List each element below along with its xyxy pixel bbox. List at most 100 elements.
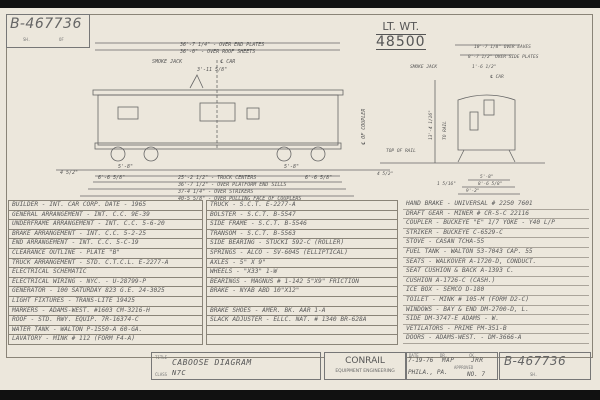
dim-end-height: 13'-4 1/16" bbox=[428, 110, 434, 140]
spec-row: SEAT CUSHION & BACK A-1393 C. bbox=[403, 267, 589, 277]
dim-overhang-right: 6'-6 5/8" bbox=[305, 175, 332, 181]
spec-row: BRAKE - NYAB ABD 10"X12" bbox=[207, 287, 397, 297]
spec-row: END ARRANGEMENT - INT. C.C. 5-C-19 bbox=[9, 239, 202, 249]
class-value: N7C bbox=[172, 369, 187, 377]
title-block: TITLE CABOOSE DIAGRAM CLASS N7C CONRAIL … bbox=[6, 344, 591, 380]
dim-wheelbase-left: 5'-8" bbox=[118, 164, 133, 170]
dim-over-grab: 9'-2" bbox=[466, 188, 480, 194]
dim-end-offset: 1'-6 1/2" bbox=[472, 64, 496, 70]
end-body bbox=[457, 94, 516, 151]
dim-over-couplers: 40-5 5/8" - OVER PULLING FACE OF COUPLER… bbox=[178, 196, 301, 202]
spec-row: ROOF - STD. RWY. EQUIP. 7R-16374-C bbox=[9, 316, 202, 326]
sheet-label: SH. bbox=[23, 37, 31, 42]
spec-row: BUILDER - INT. CAR CORP. DATE - 1965 bbox=[9, 201, 202, 211]
side-view-labels: 36'-7 1/4" - OVER END PLATES 36'-0" - OV… bbox=[60, 42, 367, 202]
date-label: DATE bbox=[409, 353, 419, 358]
spec-row: BOLSTER - S.C.T. B-5547 bbox=[207, 211, 397, 221]
spec-row: LAVATORY - MINK # 112 (FORM F4-A) bbox=[9, 335, 202, 345]
location: PHILA., PA. bbox=[408, 369, 448, 376]
of-label: OF bbox=[59, 37, 64, 42]
dim-over-end-plates: 36'-7 1/4" - OVER END PLATES bbox=[179, 42, 264, 48]
approved-label: APPROVED bbox=[454, 365, 474, 370]
drawing-number-block: B-467736 SH. OF bbox=[6, 14, 90, 48]
spec-row: DOORS - ADAMS-WEST. - DM-3666-A bbox=[403, 334, 589, 344]
spec-row: UNDERFRAME ARRANGEMENT - INT. C.C. 5-6-2… bbox=[9, 220, 202, 230]
spec-row: BEARINGS - MAGNUS # 1-142 5"X9" FRICTION bbox=[207, 278, 397, 288]
dim-over-roof-sheets: 36'-0" - OVER ROOF SHEETS bbox=[179, 49, 255, 55]
smoke-jack bbox=[189, 74, 204, 89]
label-end-smoke-jack: SMOKE JACK bbox=[410, 64, 437, 70]
drawing-sheet: B-467736 SH. OF LT. WT. 48500 bbox=[0, 8, 600, 390]
spec-row: SIDE DM-3747-E ADAMS - W. bbox=[403, 315, 589, 325]
dim-platform-end-sills: 36'-7 1/2" - OVER PLATFORM END SILLS bbox=[177, 182, 286, 188]
spec-row: MARKERS - ADAMS-WEST. #1603 CM-3216-H bbox=[9, 307, 202, 317]
department: EQUIPMENT ENGINEERING bbox=[335, 369, 395, 374]
spec-row: BRAKE ARRANGEMENT - INT. C.C. 5-2-25 bbox=[9, 230, 202, 240]
spec-row: LIGHT FIXTURES - TRANS-LITE 19425 bbox=[9, 297, 202, 307]
dim-over-steps: 8'-6 5/8" bbox=[478, 181, 502, 187]
spec-row: WATER TANK - WALTON P-1550-A 60-GA. bbox=[9, 326, 202, 336]
spec-row: ELECTRICAL WIRING - NYC. - U-28799-P bbox=[9, 278, 202, 288]
sheet-label-bottom: SH. bbox=[530, 372, 538, 377]
spec-row: TRANSOM - S.C.T. B-5563 bbox=[207, 230, 397, 240]
spec-row: BRAKE SHOES - AMER. BK. AAR 1-A bbox=[207, 307, 397, 317]
drawing-title: CABOOSE DIAGRAM bbox=[172, 358, 252, 367]
dim-truck-centers: 25'-2 1/2" - TRUCK CENTERS bbox=[178, 175, 256, 181]
title-label: TITLE bbox=[155, 355, 168, 360]
spec-row: TRUCK ARRANGEMENT - STD. C.T.C.L. E-2277… bbox=[9, 259, 202, 269]
dim-over-strikers: 37-4 1/4" - OVER STRIKERS bbox=[177, 189, 253, 195]
spec-row: AXLES - 5" X 9" bbox=[207, 259, 397, 269]
spec-row bbox=[207, 335, 397, 345]
spec-row: WINDOWS - BAY & END DM-2700-D, L. bbox=[403, 306, 589, 316]
spec-row: SEATS - WALKOVER A-1720-D, CONDUCT. bbox=[403, 258, 589, 268]
dim-over-side-plates: 8'-7 1/2" OVER SIDE PLATES bbox=[468, 54, 539, 60]
spec-row: GENERAL ARRANGEMENT - INT. C.C. 9E-39 bbox=[9, 211, 202, 221]
border-frame bbox=[6, 14, 593, 358]
drawing-number: B-467736 bbox=[10, 16, 82, 32]
spec-row: FUEL TANK - WALTON 53-7043 CAP. 55 bbox=[403, 248, 589, 258]
spec-row: COUPLER - BUCKEYE "E" 1/7 YOKE - Y40 L/P bbox=[403, 219, 589, 229]
approval-box: DATE 7-19-76 DR. MAP CK. JRR PHILA., PA.… bbox=[406, 352, 498, 380]
drawing-number-box: B-467736 SH. bbox=[499, 352, 591, 380]
title-box: TITLE CABOOSE DIAGRAM CLASS N7C bbox=[151, 352, 321, 380]
spec-row: VETILATORS - PRIME PM-351-B bbox=[403, 325, 589, 335]
drawn-value: MAP bbox=[442, 357, 455, 364]
label-coupler-center: ℄ OF COUPLER bbox=[361, 109, 367, 145]
spec-row: WHEELS - "X33" 1-W bbox=[207, 268, 397, 278]
dim-end-left: 4 5/2" bbox=[60, 170, 78, 176]
date-value: 7-19-76 bbox=[408, 357, 434, 364]
drawn-label: DR. bbox=[440, 353, 448, 358]
spec-row: GENERATOR - 100 SATURDAY 823 G.E. 24-302… bbox=[9, 287, 202, 297]
approved-value: NO. 7 bbox=[467, 371, 486, 378]
side-view bbox=[56, 42, 390, 197]
roof bbox=[92, 89, 344, 96]
spec-row: SLACK ADJUSTER - ELLC. NAT. # 1340 BR-62… bbox=[207, 316, 397, 326]
label-car-center: ℄ CAR bbox=[220, 59, 235, 65]
end-view-labels: 10'-7 1/8" OVER EAVES 8'-7 1/2" OVER SID… bbox=[377, 44, 539, 194]
spec-row: TOILET - MINK # 105-M (FORM D2-C) bbox=[403, 296, 589, 306]
spec-row: CUSHION A-1726-C (CASH.) bbox=[403, 277, 589, 287]
end-view bbox=[380, 44, 545, 195]
dim-smoke-jack-offset: 3'-11 5/8" bbox=[196, 67, 227, 73]
drawing-number-bottom: B-467736 bbox=[504, 354, 567, 368]
spec-row: TRUCK - S.C.T. E-2277-A bbox=[207, 201, 397, 211]
spec-row: CLEARANCE OUTLINE - PLATE "B" bbox=[9, 249, 202, 259]
spec-row: SPRINGS - ALCO - SV-6045 (ELLIPTICAL) bbox=[207, 249, 397, 259]
light-weight-label: LT. WT. bbox=[376, 20, 426, 35]
dim-overhang-left: 6'-6 5/8" bbox=[98, 175, 125, 181]
checked-value: JRR bbox=[471, 357, 484, 364]
spec-row: STOVE - CASAN TCHA-55 bbox=[403, 238, 589, 248]
spec-row bbox=[207, 297, 397, 307]
spec-row: DRAFT GEAR - MINER # CR-S-C 22116 bbox=[403, 210, 589, 220]
spec-row: SIDE FRAME - S.C.T. B-5546 bbox=[207, 220, 397, 230]
dim-over-eaves: 10'-7 1/8" OVER EAVES bbox=[474, 44, 531, 50]
label-smoke-jack: SMOKE JACK bbox=[152, 59, 183, 65]
dim-end-platform: 5'-8" bbox=[480, 174, 494, 180]
dim-end-left-2: 4 5/2" bbox=[377, 171, 393, 177]
light-weight: LT. WT. 48500 bbox=[376, 20, 426, 50]
label-top-of-rail: TOP OF RAIL bbox=[386, 148, 416, 154]
label-end-car-center: ℄ CAR bbox=[490, 74, 504, 80]
